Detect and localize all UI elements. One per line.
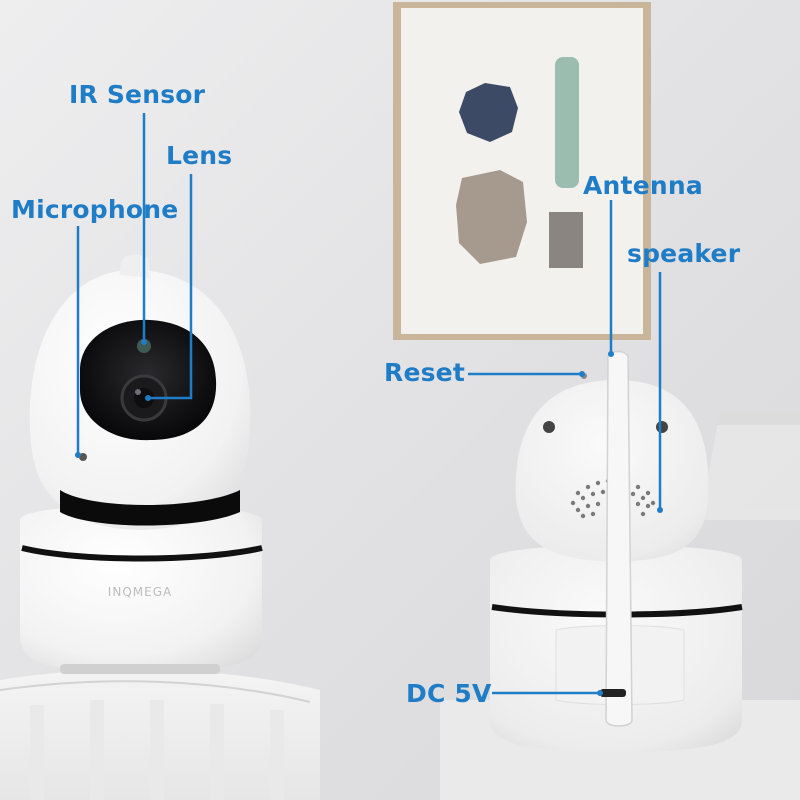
dc-port (600, 689, 626, 697)
speaker-label: speaker (627, 239, 741, 268)
background-lamp (700, 410, 800, 520)
brand-logo-text: INQMEGA (108, 585, 172, 599)
lens-label: Lens (166, 141, 233, 170)
chair (0, 669, 320, 800)
ir-sensor-label: IR Sensor (69, 80, 206, 109)
gem-grey (549, 212, 583, 268)
gem-brown-rock (456, 170, 527, 264)
callout-lines (76, 113, 662, 695)
reset-label: Reset (384, 358, 465, 387)
dc-5v-label: DC 5V (406, 679, 492, 708)
antenna (605, 350, 633, 727)
front-camera (20, 254, 263, 674)
gem-blue (459, 83, 518, 142)
microphone-label: Microphone (11, 195, 179, 224)
callout-dots (75, 339, 663, 696)
gem-green-crystal (555, 57, 579, 188)
antenna-label: Antenna (583, 171, 703, 200)
wall-frame (393, 2, 651, 340)
